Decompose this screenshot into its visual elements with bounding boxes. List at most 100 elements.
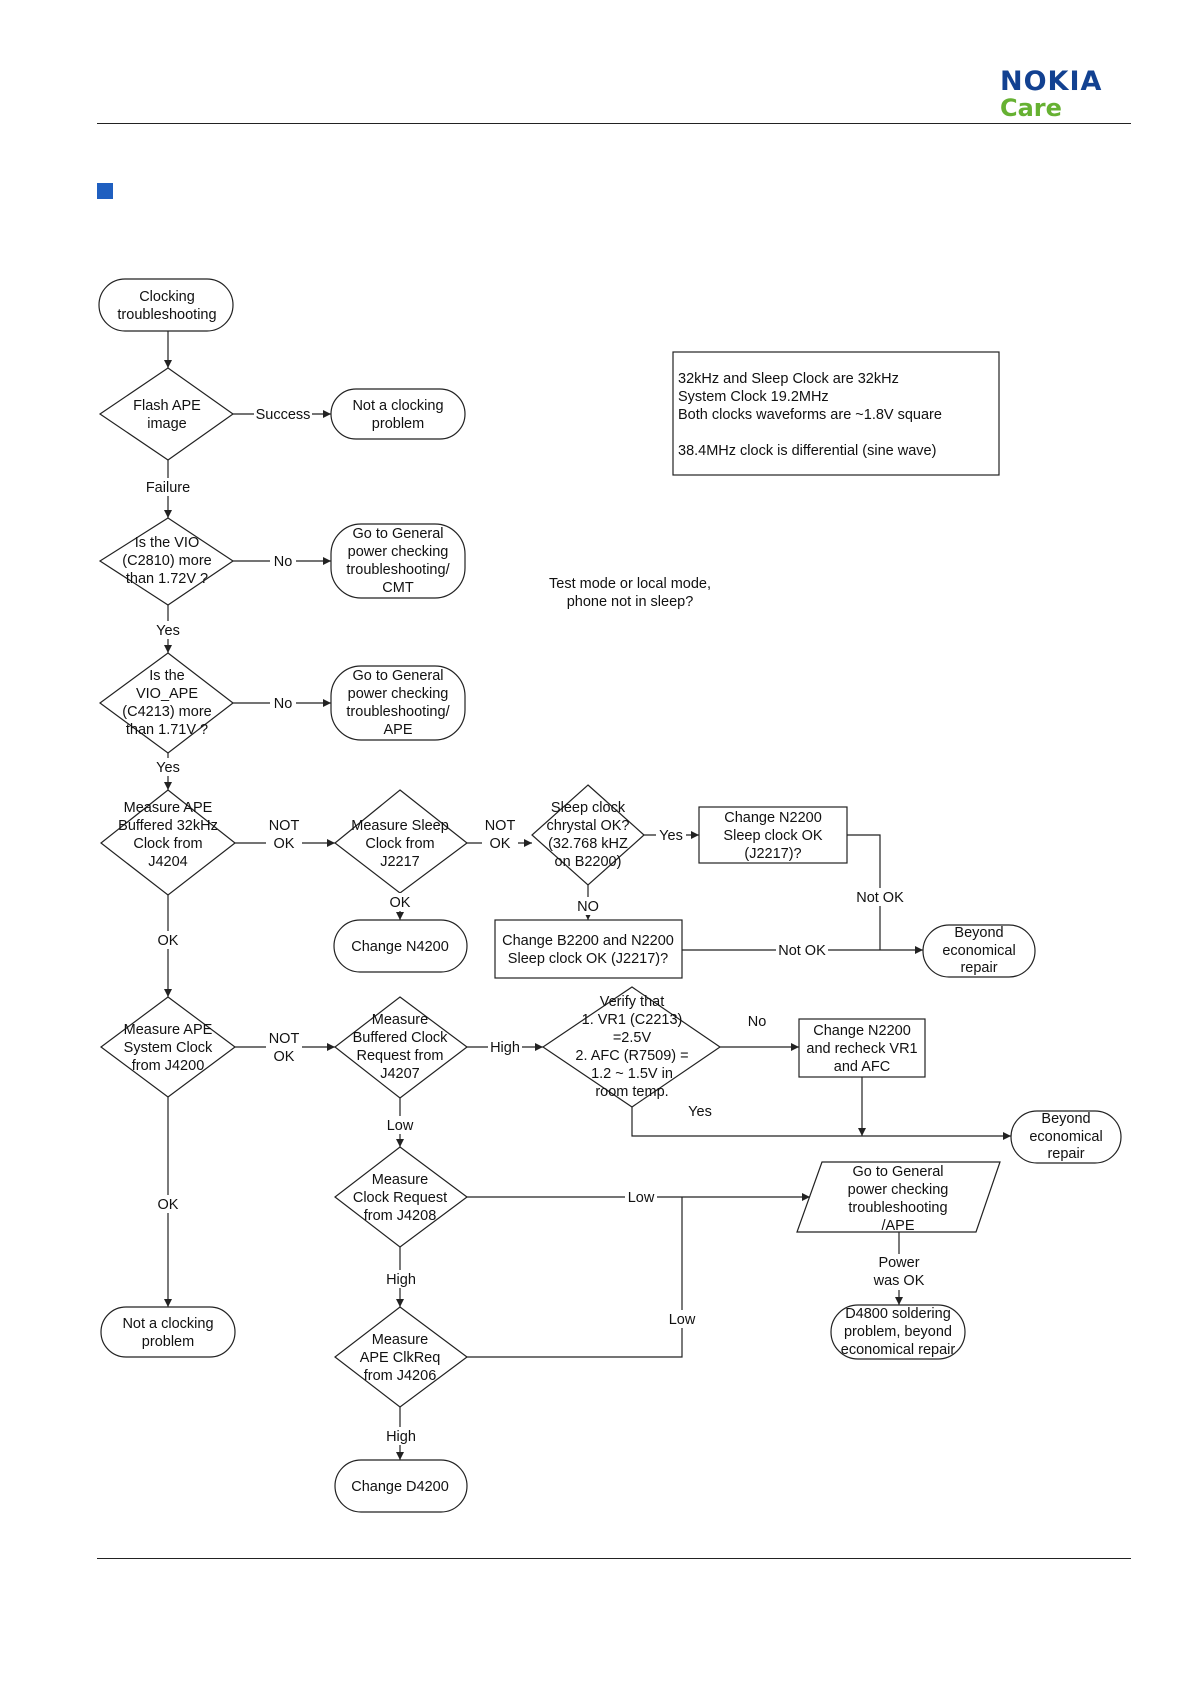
goto-power-ape2-label-4: /APE <box>881 1218 914 1234</box>
label-backing <box>573 897 603 915</box>
label-backing <box>656 826 686 844</box>
edge-label-yes-1: Yes <box>156 623 180 639</box>
verify-vr1-label-5: 1.2 ~ 1.5V in <box>591 1066 673 1082</box>
sleep-crystal-label-4: on B2200) <box>555 854 622 870</box>
care-logo: Care <box>1000 94 1062 122</box>
vio-check-label-1: Is the VIO <box>135 535 199 551</box>
label-backing <box>776 941 828 959</box>
label-backing <box>254 404 312 422</box>
edge-label-no-2: No <box>274 696 293 712</box>
label-backing <box>854 888 906 906</box>
edge-label-no-3: NO <box>577 899 599 915</box>
edge-label-high-3: High <box>386 1429 416 1445</box>
goto-power-ape2-label-1: Go to General <box>852 1164 943 1180</box>
edge-label-high-2: High <box>386 1272 416 1288</box>
change-n2200-vr1-node: Change N2200 and recheck VR1 and AFC <box>798 1018 926 1078</box>
start-node-label-1: Clocking <box>139 289 195 305</box>
sleep-crystal-decision: Sleep clock chrystal OK? (32.768 kHZ on … <box>531 784 645 886</box>
measure-sleep-label-1: Measure Sleep <box>351 818 449 834</box>
connector <box>467 1197 683 1358</box>
note-line-3: Both clocks waveforms are ~1.8V square <box>678 407 942 423</box>
label-backing <box>883 1254 915 1290</box>
change-n4200-label: Change N4200 <box>351 939 449 955</box>
edge-label-not-ok-1b: OK <box>274 836 295 852</box>
label-backing <box>384 1427 418 1445</box>
change-d4200-node: Change D4200 <box>334 1459 468 1513</box>
measure-sysclk-label-2: System Clock <box>124 1040 213 1056</box>
measure-ape-clkreq-label-1: Measure <box>372 1332 428 1348</box>
vio-check-label-3: than 1.72V ? <box>126 571 208 587</box>
label-backing <box>270 551 296 569</box>
change-n4200-node: Change N4200 <box>333 919 468 973</box>
goto-power-cmt-label-3: troubleshooting/ <box>346 562 450 578</box>
sleep-crystal-label-1: Sleep clock <box>551 800 626 816</box>
goto-power-ape-label-1: Go to General <box>352 668 443 684</box>
edge-label-not-ok-2b: OK <box>490 836 511 852</box>
note-line-1: 32kHz and Sleep Clock are 32kHz <box>678 371 899 387</box>
measure-bufclk-label-3: Request from <box>356 1048 443 1064</box>
measure-sleep-label-3: J2217 <box>380 854 420 870</box>
label-backing <box>152 621 184 639</box>
label-backing <box>154 931 182 949</box>
edge-label-yes-2: Yes <box>156 760 180 776</box>
measure-clkreq-label-1: Measure <box>372 1172 428 1188</box>
beyond-repair-node-2: Beyond economical repair <box>1010 1110 1122 1164</box>
verify-vr1-label-6: room temp. <box>595 1084 668 1100</box>
change-n2200-vr1-label-1: Change N2200 <box>813 1023 911 1039</box>
verify-vr1-label-4: 2. AFC (R7509) = <box>575 1048 688 1064</box>
d4800-label-2: problem, beyond <box>844 1324 952 1340</box>
measure-clkreq-label-2: Clock Request <box>353 1190 447 1206</box>
label-backing <box>384 1270 418 1288</box>
not-clocking-1-label-2: problem <box>372 416 424 432</box>
d4800-node: D4800 soldering problem, beyond economic… <box>830 1304 966 1360</box>
change-n2200-sleep-label-1: Change N2200 <box>724 810 822 826</box>
edge-label-low-1: Low <box>387 1118 414 1134</box>
not-clocking-node-2: Not a clocking problem <box>100 1306 236 1358</box>
label-backing <box>488 1038 522 1056</box>
label-backing <box>143 478 193 496</box>
flash-ape-label-1: Flash APE <box>133 398 201 414</box>
edge-label-low-3: Low <box>669 1312 696 1328</box>
goto-power-ape-label-3: troubleshooting/ <box>346 704 450 720</box>
measure-bufclk-decision: Measure Buffered Clock Request from J420… <box>334 996 468 1099</box>
label-backing <box>266 817 302 853</box>
measure-32k-label-3: Clock from <box>133 836 202 852</box>
question-note: Test mode or local mode, phone not in sl… <box>549 576 711 610</box>
footer-rule <box>97 1558 1131 1559</box>
beyond-repair-node-1: Beyond economical repair <box>922 924 1036 978</box>
d4800-label-1: D4800 soldering <box>845 1306 951 1322</box>
edge-label-no-1: No <box>274 554 293 570</box>
verify-vr1-label-3: =2.5V <box>613 1030 652 1046</box>
measure-32k-label-1: Measure APE <box>124 800 213 816</box>
measure-32k-label-2: Buffered 32kHz <box>118 818 218 834</box>
measure-clkreq-label-3: from J4208 <box>364 1208 437 1224</box>
measure-ape-clkreq-decision: Measure APE ClkReq from J4206 <box>334 1306 469 1408</box>
measure-bufclk-label-4: J4207 <box>380 1066 420 1082</box>
measure-sysclk-label-3: from J4200 <box>132 1058 205 1074</box>
not-clocking-node-1: Not a clocking problem <box>330 388 466 440</box>
change-b2200-label-2: Sleep clock OK (J2217)? <box>508 951 668 967</box>
measure-ape-clkreq-label-2: APE ClkReq <box>360 1350 441 1366</box>
change-n2200-sleep-node: Change N2200 Sleep clock OK (J2217)? <box>698 806 848 864</box>
d4800-label-3: economical repair <box>841 1342 956 1358</box>
goto-power-cmt-label-4: CMT <box>382 580 414 596</box>
edge-label-not-ok-5a: NOT <box>269 1031 300 1047</box>
label-backing <box>384 1116 416 1134</box>
measure-bufclk-label-2: Buffered Clock <box>353 1030 449 1046</box>
change-n2200-sleep-label-3: (J2217)? <box>744 846 801 862</box>
flash-ape-label-2: image <box>147 416 187 432</box>
goto-power-ape-node: Go to General power checking troubleshoo… <box>330 665 466 741</box>
verify-vr1-decision: Verify that 1. VR1 (C2213) =2.5V 2. AFC … <box>541 986 722 1108</box>
label-backing <box>154 1195 182 1213</box>
note-box: 32kHz and Sleep Clock are 32kHz System C… <box>672 351 1000 476</box>
change-b2200-node: Change B2200 and N2200 Sleep clock OK (J… <box>494 919 683 979</box>
beyond-1-label-1: Beyond <box>954 925 1003 941</box>
goto-power-cmt-label-2: power checking <box>348 544 449 560</box>
vio-check-label-2: (C2810) more <box>122 553 211 569</box>
measure-sysclk-decision: Measure APE System Clock from J4200 <box>99 996 237 1098</box>
edge-label-high-1: High <box>490 1040 520 1056</box>
edge-label-low-2: Low <box>628 1190 655 1206</box>
flash-ape-decision: Flash APE image <box>98 367 235 461</box>
